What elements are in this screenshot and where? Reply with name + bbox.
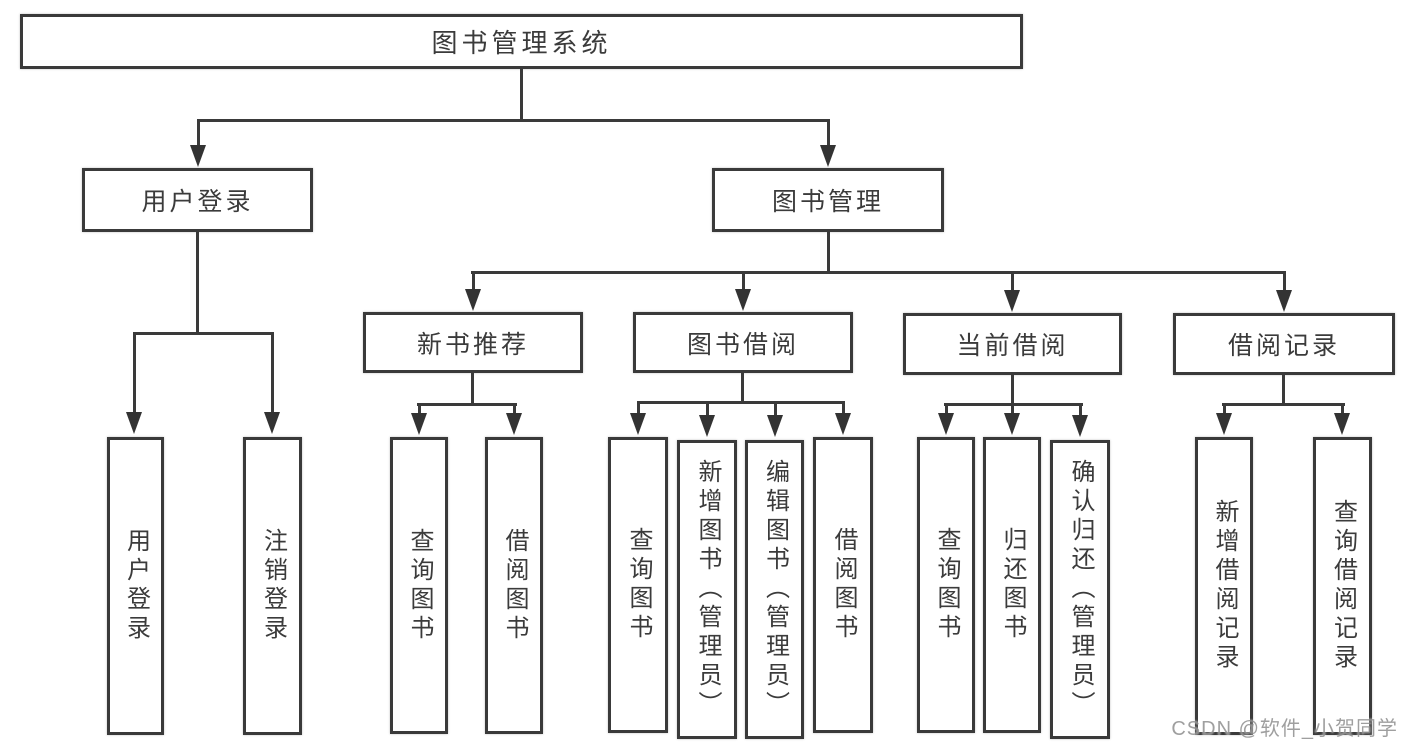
node-label: 新书推荐 — [416, 330, 529, 359]
down-arrow-icon — [767, 402, 783, 437]
node-new-book-recommend: 新书推荐 — [363, 312, 583, 373]
node-label: 查询图书 — [933, 527, 960, 643]
node-label: 新增图书（管理员） — [694, 459, 721, 720]
down-arrow-icon — [735, 272, 751, 311]
node-label: 借阅图书 — [830, 527, 857, 643]
node-label: 图书借阅 — [686, 330, 799, 359]
node-label: 查询图书 — [406, 527, 433, 644]
down-arrow-icon — [264, 333, 280, 434]
down-arrow-icon — [835, 402, 851, 435]
leaf-return-books: 归还图书 — [983, 437, 1041, 733]
leaf-borrow-books-recommend: 借阅图书 — [485, 437, 543, 734]
leaf-logout: 注销登录 — [243, 437, 302, 735]
leaf-add-books-admin: 新增图书（管理员） — [677, 440, 737, 739]
node-label: 用户登录 — [141, 188, 254, 216]
down-arrow-icon — [1004, 272, 1020, 312]
leaf-query-borrow-record: 查询借阅记录 — [1313, 437, 1372, 735]
node-library-system: 图书管理系统 — [20, 14, 1023, 69]
leaf-add-borrow-record: 新增借阅记录 — [1195, 437, 1253, 735]
connector-line — [1011, 375, 1014, 406]
down-arrow-icon — [1334, 404, 1350, 435]
node-label: 查询图书 — [625, 527, 652, 643]
leaf-user-login: 用户登录 — [107, 437, 164, 735]
connector-line — [196, 232, 199, 335]
down-arrow-icon — [1072, 404, 1088, 437]
node-label: 注销登录 — [259, 528, 287, 644]
leaf-query-books-current: 查询图书 — [917, 437, 975, 733]
node-label: 图书管理 — [771, 188, 884, 216]
down-arrow-icon — [820, 120, 836, 167]
down-arrow-icon — [1004, 404, 1020, 435]
node-label: 归还图书 — [999, 527, 1026, 643]
down-arrow-icon — [699, 402, 715, 437]
down-arrow-icon — [630, 402, 646, 435]
node-label: 用户登录 — [122, 528, 150, 644]
down-arrow-icon — [506, 404, 522, 435]
csdn-watermark: CSDN @软件_小贺同学 — [1171, 718, 1398, 740]
down-arrow-icon — [126, 333, 142, 434]
leaf-edit-books-admin: 编辑图书（管理员） — [745, 440, 804, 739]
node-book-borrowing: 图书借阅 — [633, 312, 853, 373]
node-book-management: 图书管理 — [712, 168, 944, 232]
leaf-query-books-recommend: 查询图书 — [390, 437, 448, 734]
connector-line — [637, 401, 845, 404]
connector-line — [471, 271, 1286, 274]
node-current-borrowing: 当前借阅 — [903, 313, 1122, 375]
down-arrow-icon — [190, 120, 206, 167]
connector-line — [944, 403, 1083, 406]
leaf-confirm-return-admin: 确认归还（管理员） — [1050, 440, 1110, 739]
node-label: 借阅记录 — [1227, 332, 1340, 360]
connector-line — [1282, 375, 1285, 406]
node-borrowing-records: 借阅记录 — [1173, 313, 1395, 375]
connector-line — [471, 373, 474, 406]
down-arrow-icon — [411, 404, 427, 435]
node-user-login: 用户登录 — [82, 168, 313, 232]
node-label: 确认归还（管理员） — [1067, 459, 1094, 720]
node-label: 当前借阅 — [956, 332, 1069, 360]
down-arrow-icon — [1216, 404, 1232, 435]
down-arrow-icon — [1276, 272, 1292, 312]
down-arrow-icon — [465, 272, 481, 311]
node-label: 编辑图书（管理员） — [761, 459, 789, 720]
connector-line — [1222, 403, 1345, 406]
leaf-query-books-borrowing: 查询图书 — [608, 437, 668, 733]
node-label: 借阅图书 — [501, 527, 528, 644]
connector-line — [133, 332, 274, 335]
node-label: 查询借阅记录 — [1329, 499, 1357, 673]
leaf-borrow-books-borrowing: 借阅图书 — [813, 437, 873, 733]
node-label: 图书管理系统 — [431, 28, 612, 58]
connector-line — [741, 373, 744, 404]
down-arrow-icon — [938, 404, 954, 435]
node-label: 新增借阅记录 — [1211, 499, 1238, 673]
connector-line — [417, 403, 517, 406]
connector-line — [197, 119, 830, 122]
connector-line — [520, 69, 523, 120]
connector-line — [827, 232, 830, 273]
